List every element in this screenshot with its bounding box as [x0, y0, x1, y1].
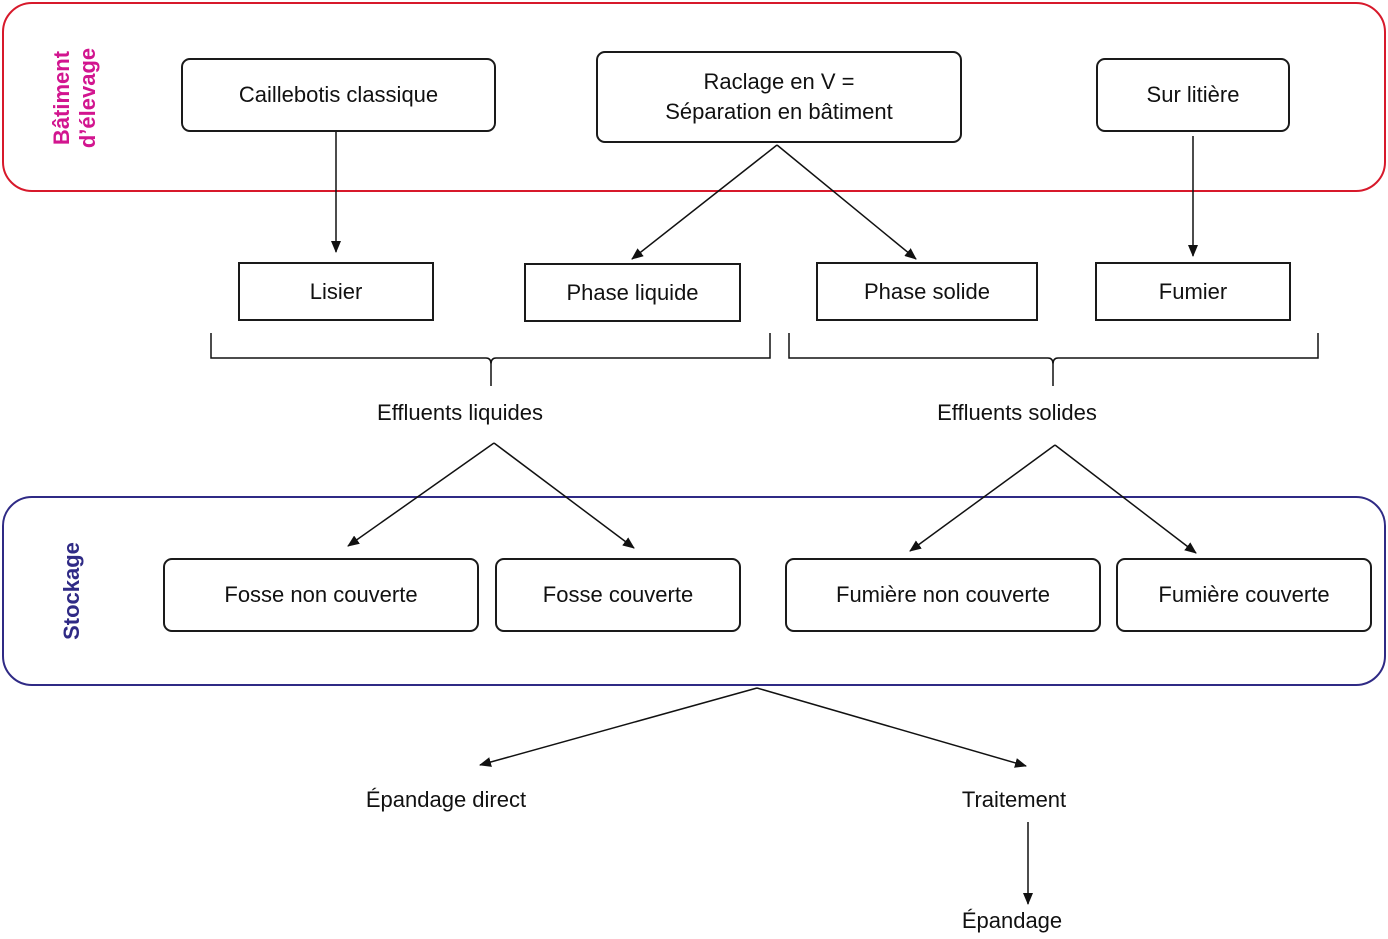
brace-solides: [788, 333, 1319, 386]
node-phase-liquide: Phase liquide: [524, 263, 741, 322]
node-lisier-label: Lisier: [309, 278, 363, 304]
arrow-raclage-phase-solide: [776, 144, 917, 260]
arrow-liquides-fosse-non-couverte: [347, 442, 495, 547]
node-fosse-non-couverte: Fosse non couverte: [163, 558, 479, 632]
node-phase-solide-label: Phase solide: [864, 278, 990, 304]
node-caillebotis-classique-label: Caillebotis classique: [238, 82, 439, 107]
node-sur-litiere: Sur litière: [1096, 58, 1290, 132]
node-fosse-non-couverte-label: Fosse non couverte: [224, 582, 418, 607]
outcome-traitement: Traitement: [961, 787, 1067, 812]
category-effluents-liquides: Effluents liquides: [377, 400, 543, 425]
node-lisier: Lisier: [238, 262, 434, 321]
node-fumier: Fumier: [1095, 262, 1291, 321]
stockage-group: [2, 496, 1386, 686]
node-fumier-label: Fumier: [1158, 278, 1228, 304]
node-sur-litiere-label: Sur litière: [1146, 82, 1240, 107]
node-raclage-label-line1: Raclage en V =: [703, 69, 855, 94]
outcome-epandage-direct: Épandage direct: [365, 787, 527, 812]
node-fosse-couverte-label: Fosse couverte: [542, 582, 694, 607]
node-phase-liquide-label: Phase liquide: [566, 279, 699, 305]
arrow-solides-fumiere-couverte: [1054, 444, 1197, 554]
node-fumiere-couverte: Fumière couverte: [1116, 558, 1372, 632]
node-raclage-en-v: Raclage en V = Séparation en bâtiment: [596, 51, 962, 143]
category-effluents-solides: Effluents solides: [937, 400, 1097, 425]
node-fumiere-couverte-label: Fumière couverte: [1158, 582, 1330, 607]
node-raclage-label-line2: Séparation en bâtiment: [665, 99, 893, 124]
arrow-raclage-phase-liquide: [631, 144, 778, 260]
node-phase-solide: Phase solide: [816, 262, 1038, 321]
outcome-epandage: Épandage: [961, 908, 1063, 933]
node-fumiere-non-couverte: Fumière non couverte: [785, 558, 1101, 632]
brace-liquides: [210, 333, 771, 386]
node-fosse-couverte: Fosse couverte: [495, 558, 741, 632]
node-fumiere-non-couverte-label: Fumière non couverte: [836, 582, 1050, 607]
arrow-liquides-fosse-couverte: [493, 442, 635, 549]
node-caillebotis-classique: Caillebotis classique: [181, 58, 496, 132]
batiment-group: [2, 2, 1386, 192]
arrow-solides-fumiere-non-couverte: [909, 444, 1056, 552]
arrow-stockage-epandage-direct: [479, 687, 758, 767]
arrow-stockage-traitement: [756, 687, 1027, 768]
